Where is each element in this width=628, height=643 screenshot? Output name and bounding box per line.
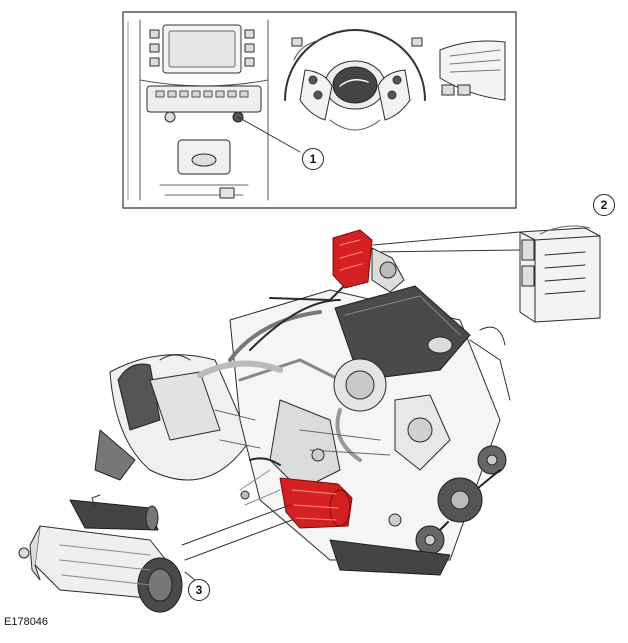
highlighted-starter-motor [279,477,353,529]
air-vent [439,40,506,101]
screen-side-buttons [149,29,255,67]
leader-line-3 [181,504,293,561]
pulleys [415,445,507,555]
callout-3: 3 [188,579,210,601]
steering-wheel [284,29,426,131]
highlighted-control-unit [332,229,373,289]
leader-line-2 [372,231,521,253]
starter-motor-detail [18,494,183,613]
leader-line-1 [237,116,301,153]
callout-2: 2 [593,194,615,216]
callout-1: 1 [302,148,324,170]
control-strip [146,85,262,113]
dashboard-inset [122,11,517,209]
engine-control-module [519,225,601,323]
reference-code: E178046 [4,616,49,628]
